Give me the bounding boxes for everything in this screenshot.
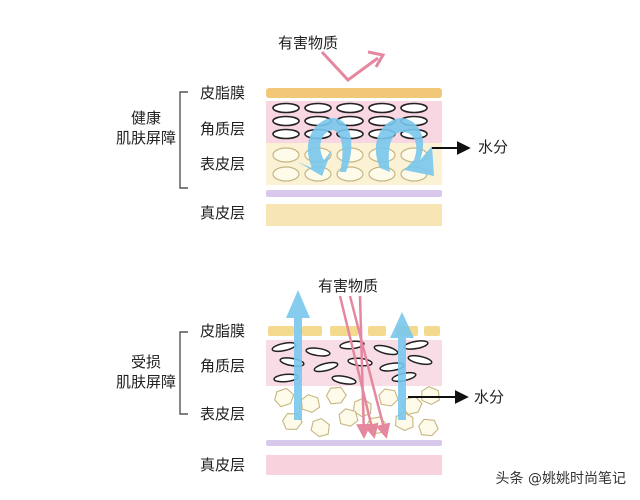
corneocyte-cell xyxy=(331,375,357,385)
corneocyte-cell xyxy=(313,361,339,373)
corneocyte-cell xyxy=(400,102,428,114)
layer-label-dermis: 真皮层 xyxy=(200,204,246,222)
layer-label-sebum: 皮脂膜 xyxy=(200,322,246,340)
basement-membrane xyxy=(266,190,442,197)
healthy-panel xyxy=(179,50,471,226)
watermark: 头条 @姚姚时尚笔记 xyxy=(495,471,626,487)
epidermal-cell xyxy=(310,417,330,438)
epidermal-cell xyxy=(274,387,295,408)
epidermal-cell xyxy=(300,394,321,413)
harmful-substance-label: 有害物质 xyxy=(318,277,379,295)
epidermal-cell xyxy=(418,418,439,437)
group-label-line1: 受损 xyxy=(130,353,161,371)
epidermal-cell xyxy=(272,166,300,182)
dermis-band xyxy=(266,204,442,226)
epidermal-cell xyxy=(368,166,396,182)
water-arrow-icon xyxy=(286,290,310,420)
water-arrow-icon xyxy=(390,312,414,420)
epidermal-cell xyxy=(378,388,399,407)
dermis-band xyxy=(266,455,442,475)
group-label-damaged: 受损 肌肤屏障 xyxy=(114,352,178,392)
bracket-icon xyxy=(179,91,188,189)
corneocyte-cell xyxy=(373,344,399,356)
water-arrow-icon xyxy=(298,118,352,176)
corneocyte-cell xyxy=(305,347,331,357)
sebum-patch xyxy=(330,326,358,336)
corneocyte-cell xyxy=(272,128,300,140)
harmful-arrow-icon xyxy=(348,295,391,439)
corneocyte-cell xyxy=(407,354,433,366)
sebum-film-damaged xyxy=(268,326,440,336)
epidermal-cell xyxy=(272,147,300,163)
harmful-arrow-icon xyxy=(338,295,379,439)
epidermal-cell xyxy=(325,386,347,405)
corneocyte-cell xyxy=(304,102,332,114)
epidermal-cell xyxy=(421,385,440,406)
layer-label-dermis: 真皮层 xyxy=(200,456,246,474)
layer-label-epidermis: 表皮层 xyxy=(200,405,246,423)
corneocyte-cell xyxy=(272,115,300,127)
layer-label-sebum: 皮脂膜 xyxy=(200,84,246,102)
group-label-line2: 肌肤屏障 xyxy=(115,129,176,147)
harmful-deflect-arrow-icon xyxy=(320,50,379,82)
corneocyte-cell xyxy=(336,102,364,114)
corneocyte-cell xyxy=(368,102,396,114)
bracket-icon xyxy=(179,331,188,415)
epidermal-cell xyxy=(338,408,359,427)
sebum-film xyxy=(266,88,442,98)
sebum-patch xyxy=(302,326,322,336)
layer-label-epidermis: 表皮层 xyxy=(200,155,246,173)
sebum-patch xyxy=(368,326,386,336)
water-label: 水分 xyxy=(474,388,505,406)
group-label-line1: 健康 xyxy=(130,109,161,127)
corneocyte-cell xyxy=(272,102,300,114)
sebum-patch xyxy=(268,326,294,336)
water-arrow-icon xyxy=(375,118,434,176)
group-label-line2: 肌肤屏障 xyxy=(115,373,176,391)
damaged-panel xyxy=(179,290,469,475)
water-label: 水分 xyxy=(478,138,509,156)
group-label-healthy: 健康 肌肤屏障 xyxy=(114,108,178,148)
layer-label-stratum: 角质层 xyxy=(200,120,246,138)
basement-membrane xyxy=(266,440,442,446)
sebum-patch xyxy=(424,326,440,336)
layer-label-stratum: 角质层 xyxy=(200,357,246,375)
harmful-substance-label: 有害物质 xyxy=(278,34,339,52)
harmful-arrow-icon xyxy=(356,295,372,439)
